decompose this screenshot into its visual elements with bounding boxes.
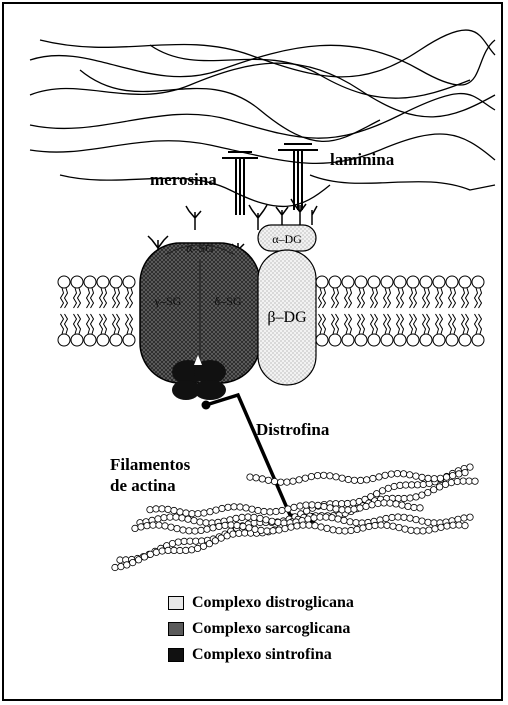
beta-dg-label: β–DG [267,309,307,326]
legend: Complexo distroglicana Complexo sarcogli… [168,592,468,672]
alpha-sg-label: α–SG [186,241,214,255]
legend-swatch-light [168,596,184,610]
legend-item-sintrofina: Complexo sintrofina [168,644,332,666]
merosina-label: merosina [150,170,217,190]
legend-label: Complexo sintrofina [192,646,332,664]
laminina-label: laminina [330,150,394,170]
legend-swatch-dark [168,622,184,636]
legend-label: Complexo sarcoglicana [192,620,350,638]
legend-item-distroglicana: Complexo distroglicana [168,592,354,614]
filamentos-label-line2: de actina [110,476,176,496]
delta-sg-label: δ–SG [215,294,242,308]
legend-label: Complexo distroglicana [192,594,354,612]
filamentos-label-line1: Filamentos [110,455,190,475]
legend-swatch-black [168,648,184,662]
syntrophin-complex [172,355,226,400]
gamma-sg-label: γ–SG [154,294,182,308]
distrofina-label: Distrofina [256,420,329,440]
distroglycan-complex [258,225,316,385]
legend-item-sarcoglicana: Complexo sarcoglicana [168,618,350,640]
extracellular-matrix-fibers [30,30,495,206]
alpha-dg-label: α–DG [272,232,302,246]
